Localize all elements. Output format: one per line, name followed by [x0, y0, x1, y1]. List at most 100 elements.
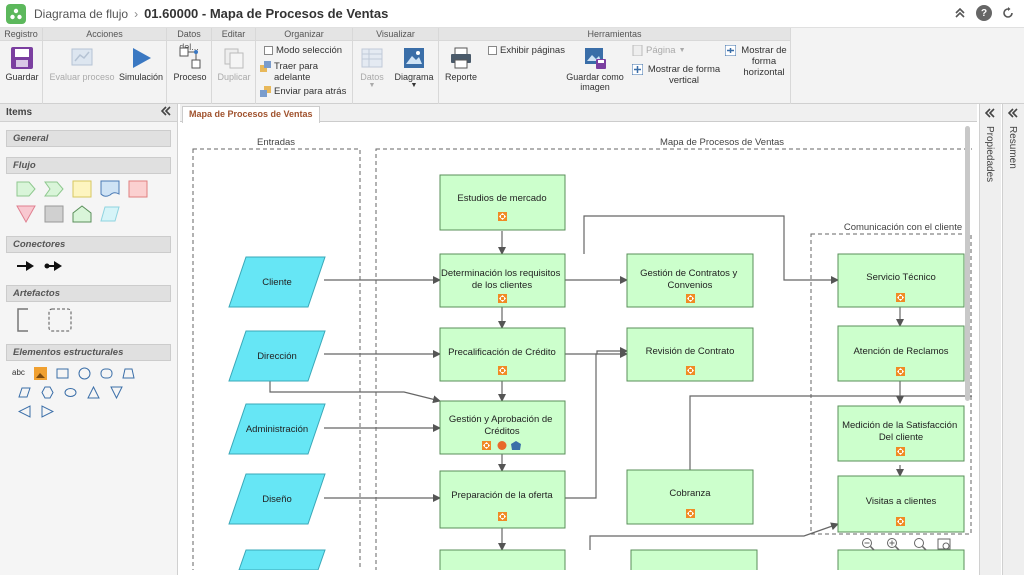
- process-type-icon: [686, 509, 695, 518]
- connector[interactable]: [689, 395, 972, 472]
- annotation-bracket-icon[interactable]: [16, 308, 30, 332]
- document-shape-icon[interactable]: [100, 180, 120, 198]
- show-pages-checkbox[interactable]: Exhibir páginas: [488, 45, 565, 56]
- parallelogram-shape-icon[interactable]: [100, 204, 120, 224]
- house-shape-icon[interactable]: [72, 204, 92, 224]
- section-title[interactable]: Elementos estructurales: [6, 344, 171, 361]
- items-panel-header: Items: [0, 104, 177, 122]
- zoom-fit-icon[interactable]: [914, 538, 927, 551]
- rectangle-tool-icon[interactable]: [56, 367, 69, 380]
- process-atencion-reclamos[interactable]: Atención de Reclamos: [837, 325, 965, 382]
- breadcrumb-parent[interactable]: Diagrama de flujo: [34, 6, 129, 21]
- duplicate-button[interactable]: Duplicar: [215, 46, 253, 82]
- diagram-canvas[interactable]: Entradas Mapa de Procesos de Ventas Comu…: [184, 126, 972, 570]
- refresh-icon[interactable]: [1000, 5, 1016, 21]
- group-title: Herramientas: [439, 28, 790, 41]
- input-diseno[interactable]: Diseño: [228, 473, 326, 525]
- double-chevron-left-icon[interactable]: [984, 108, 995, 121]
- items-panel: Items General Flujo Conectores A: [0, 104, 178, 575]
- help-icon[interactable]: ?: [976, 5, 992, 21]
- zoom-in-icon[interactable]: [887, 538, 900, 551]
- process-precalificacion[interactable]: Precalificación de Crédito: [439, 327, 566, 382]
- data-dropdown-button[interactable]: Datos ▼: [356, 46, 388, 89]
- properties-tab[interactable]: Propiedades: [984, 126, 995, 183]
- selection-mode-checkbox[interactable]: Modo selección: [264, 45, 342, 56]
- process-cobranza[interactable]: Cobranza: [626, 469, 754, 525]
- process-preparacion-oferta[interactable]: Preparación de la oferta: [439, 470, 566, 529]
- double-chevron-left-icon[interactable]: [1007, 108, 1018, 121]
- checkbox[interactable]: [488, 46, 497, 55]
- zoom-page-icon[interactable]: [937, 538, 951, 550]
- triangle-down-shape-icon[interactable]: [16, 204, 36, 224]
- image-tool-icon[interactable]: [33, 367, 47, 380]
- double-chevron-up-icon[interactable]: [952, 5, 968, 21]
- section-title[interactable]: Conectores: [6, 236, 171, 253]
- group-title: Datos del...: [167, 28, 211, 52]
- checkbox[interactable]: [264, 46, 273, 55]
- process-revision-contrato[interactable]: Revisión de Contrato: [626, 327, 754, 382]
- tab-diagram[interactable]: Mapa de Procesos de Ventas: [182, 106, 320, 123]
- input-partial[interactable]: [238, 549, 326, 570]
- section-title[interactable]: Flujo: [6, 157, 171, 174]
- triangle-tool-icon[interactable]: [87, 386, 100, 399]
- group-title: Editar: [212, 28, 255, 41]
- process-gestion-aprobacion[interactable]: Gestión y Aprobación de Créditos: [439, 400, 566, 455]
- save-button[interactable]: Guardar: [4, 46, 40, 82]
- hexagon-tool-icon[interactable]: [41, 386, 54, 399]
- red-rect-shape-icon[interactable]: [128, 180, 148, 198]
- report-button[interactable]: Reporte: [443, 46, 479, 82]
- process-estudios-mercado[interactable]: Estudios de mercado: [439, 174, 566, 231]
- input-direccion[interactable]: Dirección: [228, 330, 326, 382]
- pentagon-arrow-shape-icon[interactable]: [16, 180, 36, 198]
- parallelogram-tool-icon[interactable]: [18, 386, 31, 399]
- process-servicio-tecnico[interactable]: Servicio Técnico: [837, 253, 965, 308]
- message-connector-icon[interactable]: [44, 259, 64, 273]
- connector[interactable]: [583, 215, 839, 284]
- yellow-rect-shape-icon[interactable]: [72, 180, 92, 198]
- chevron-shape-icon[interactable]: [44, 180, 64, 198]
- trapezoid-tool-icon[interactable]: [122, 367, 135, 380]
- save-as-image-button[interactable]: Guardar como imagen: [565, 46, 625, 92]
- connector[interactable]: [565, 350, 628, 499]
- gray-rect-shape-icon[interactable]: [44, 204, 64, 224]
- rounded-rect-tool-icon[interactable]: [100, 367, 113, 380]
- vertical-layout-icon: [631, 63, 644, 76]
- section-title[interactable]: General: [6, 130, 171, 147]
- arrow-connector-icon[interactable]: [16, 259, 36, 273]
- process-partial-bottom-3[interactable]: [837, 549, 965, 570]
- section-title[interactable]: Artefactos: [6, 285, 171, 302]
- vertical-scrollbar[interactable]: [965, 126, 970, 401]
- page-dropdown[interactable]: Página ▼: [632, 44, 686, 57]
- triangle-left-tool-icon[interactable]: [18, 405, 31, 418]
- process-gestion-contratos[interactable]: Gestión de Contratos y Convenios: [626, 253, 754, 308]
- zoom-out-icon[interactable]: [862, 538, 875, 551]
- process-partial-bottom-2[interactable]: [630, 549, 758, 570]
- circle-tool-icon[interactable]: [78, 367, 91, 380]
- process-visitas-clientes[interactable]: Visitas a clientes: [837, 475, 965, 533]
- show-horizontal-button[interactable]: Mostrar de forma horizontal: [724, 44, 789, 78]
- connector[interactable]: [565, 347, 628, 355]
- input-cliente[interactable]: Cliente: [228, 256, 326, 308]
- group-dashed-icon[interactable]: [48, 308, 72, 332]
- connector[interactable]: [269, 381, 441, 404]
- bring-forward-button[interactable]: Traer para adelante: [260, 61, 340, 83]
- double-chevron-left-icon[interactable]: [160, 106, 171, 119]
- triangle-right-tool-icon[interactable]: [41, 405, 54, 418]
- process-determinacion-requisitos[interactable]: Determinación los requisitos de los clie…: [439, 253, 566, 308]
- text-tool-icon[interactable]: abc: [12, 368, 25, 377]
- send-backward-button[interactable]: Enviar para atrás: [260, 86, 346, 97]
- process-medicion-satisfaccion[interactable]: Medición de la Satisfacción Del cliente: [837, 405, 965, 462]
- input-administracion[interactable]: Administración: [228, 403, 326, 455]
- evaluate-process-button[interactable]: Evaluar proceso: [47, 46, 117, 82]
- process-partial-bottom[interactable]: [439, 549, 566, 570]
- ellipse-tool-icon[interactable]: [64, 386, 77, 399]
- printer-icon: [449, 46, 473, 70]
- summary-tab[interactable]: Resumen: [1007, 126, 1018, 169]
- group-title: Organizar: [256, 28, 352, 41]
- show-vertical-button[interactable]: Mostrar de forma vertical: [631, 63, 722, 86]
- diagram-dropdown-button[interactable]: Diagrama ▼: [393, 46, 435, 89]
- process-button[interactable]: Proceso: [171, 46, 209, 82]
- connector[interactable]: [589, 522, 839, 550]
- triangle-down-tool-icon[interactable]: [110, 386, 123, 399]
- simulation-button[interactable]: Simulación: [119, 46, 163, 82]
